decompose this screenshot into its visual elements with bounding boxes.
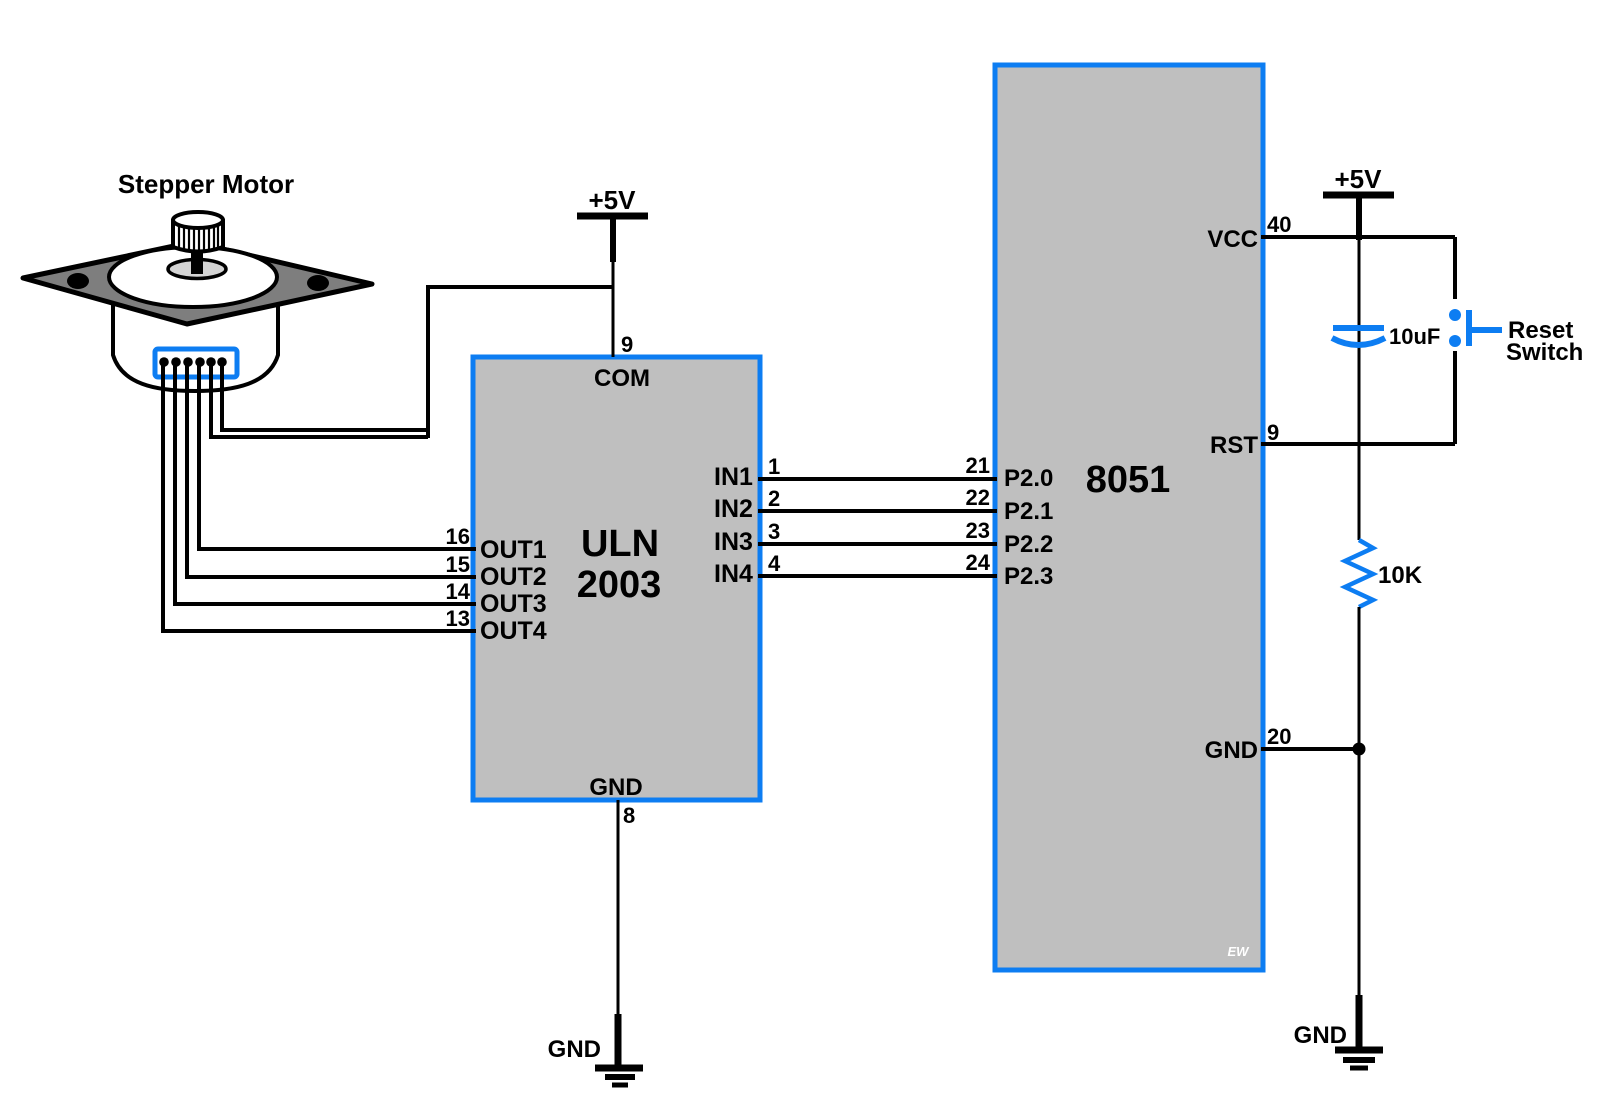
uln-pin14-number: 14: [446, 579, 471, 604]
uln-name-line2: 2003: [577, 564, 662, 606]
mcu-pin23-number: 23: [966, 518, 990, 543]
uln2003-body: [470, 354, 763, 803]
uln2003-chip: ULN 2003 COM GND 9 8 OUT1 OUT2 OUT3 OUT4…: [446, 332, 781, 828]
uln-out4-label: OUT4: [480, 617, 547, 645]
flange-hole-left: [67, 273, 89, 289]
uln-com-label: COM: [594, 365, 650, 392]
reset-switch: Reset Switch: [1449, 237, 1583, 444]
mcu-gnd-label: GND: [1205, 737, 1258, 764]
mcu-rst-label: RST: [1210, 432, 1258, 459]
uln-pin3-number: 3: [768, 519, 780, 544]
wire-motor-common-b: [220, 362, 427, 432]
motor-title: Stepper Motor: [118, 169, 294, 199]
uln-in2-label: IN2: [714, 495, 753, 523]
mcu-pin9-number: 9: [1267, 420, 1279, 445]
uln-pin2-number: 2: [768, 486, 780, 511]
uln-ground-label: GND: [548, 1036, 601, 1063]
ground-uln: GND: [548, 800, 643, 1088]
uln-name-line1: ULN: [581, 523, 659, 565]
mcu-pin24-number: 24: [966, 550, 991, 575]
mcu-8051-chip: 8051 P2.0 P2.1 P2.2 P2.3 21 22 23 24 VCC…: [966, 62, 1291, 973]
switch-contact-bottom: [1449, 335, 1461, 347]
signal-wires: [758, 477, 997, 578]
power-5v-mcu: +5V: [1323, 164, 1394, 540]
knob-top: [171, 210, 225, 230]
wire-motor-common-a: [209, 362, 428, 439]
mcu-body: [992, 62, 1266, 973]
uln-in4-label: IN4: [714, 560, 753, 588]
uln-out3-label: OUT3: [480, 590, 547, 618]
uln-pin9-number: 9: [621, 332, 633, 357]
uln-in3-label: IN3: [714, 528, 753, 556]
mcu-vcc-label: VCC: [1207, 226, 1258, 253]
mcu-watermark: EW: [1228, 944, 1251, 959]
reset-switch-label-line2: Switch: [1506, 339, 1583, 366]
uln-in1-label: IN1: [714, 463, 753, 491]
resistor-zigzag: [1339, 538, 1379, 610]
uln-5v-label: +5V: [589, 185, 637, 215]
uln-pin15-number: 15: [446, 552, 470, 577]
uln-out1-label: OUT1: [480, 536, 547, 564]
switch-contact-top: [1449, 309, 1461, 321]
uln-pin13-number: 13: [446, 606, 470, 631]
mcu-p22-label: P2.2: [1004, 531, 1053, 558]
resistor-value: 10K: [1378, 562, 1423, 589]
resistor-10k: 10K: [1339, 538, 1423, 997]
mcu-p20-label: P2.0: [1004, 465, 1053, 492]
wire-motor-out2: [185, 362, 476, 579]
uln-out2-label: OUT2: [480, 563, 547, 591]
capacitor-10uf: 10uF: [1330, 324, 1440, 349]
mcu-p21-label: P2.1: [1004, 498, 1053, 525]
wire-motor-out3: [173, 362, 476, 606]
ground-mcu: GND: [1294, 995, 1383, 1071]
mcu-p23-label: P2.3: [1004, 563, 1053, 590]
motor-wires: [161, 285, 613, 633]
power-5v-uln: +5V: [577, 185, 648, 357]
knob-knurling: [177, 226, 220, 251]
mcu-pin21-number: 21: [966, 453, 990, 478]
wire-motor-out1: [197, 362, 476, 551]
uln-pin4-number: 4: [768, 551, 781, 576]
uln-pin8-number: 8: [623, 803, 635, 828]
uln-pin1-number: 1: [768, 454, 780, 479]
motor-connector: [152, 346, 240, 380]
mcu-pin22-number: 22: [966, 485, 990, 510]
mcu-name: 8051: [1086, 459, 1171, 501]
mcu-5v-label: +5V: [1335, 164, 1383, 194]
mcu-pin20-number: 20: [1267, 724, 1291, 749]
capacitor-value: 10uF: [1389, 324, 1440, 349]
capacitor-bottom-plate: [1330, 335, 1387, 348]
mcu-pin40-number: 40: [1267, 212, 1291, 237]
stepper-motor: Stepper Motor: [20, 169, 375, 394]
reset-switch-label-line1: Reset: [1508, 317, 1573, 344]
mcu-ground-label: GND: [1294, 1022, 1347, 1049]
flange-hole-right: [307, 275, 329, 291]
wire-motor-out4: [161, 362, 476, 633]
uln-gnd-label: GND: [589, 774, 642, 801]
wire-common-to-5v: [426, 285, 613, 438]
uln-pin16-number: 16: [446, 524, 470, 549]
